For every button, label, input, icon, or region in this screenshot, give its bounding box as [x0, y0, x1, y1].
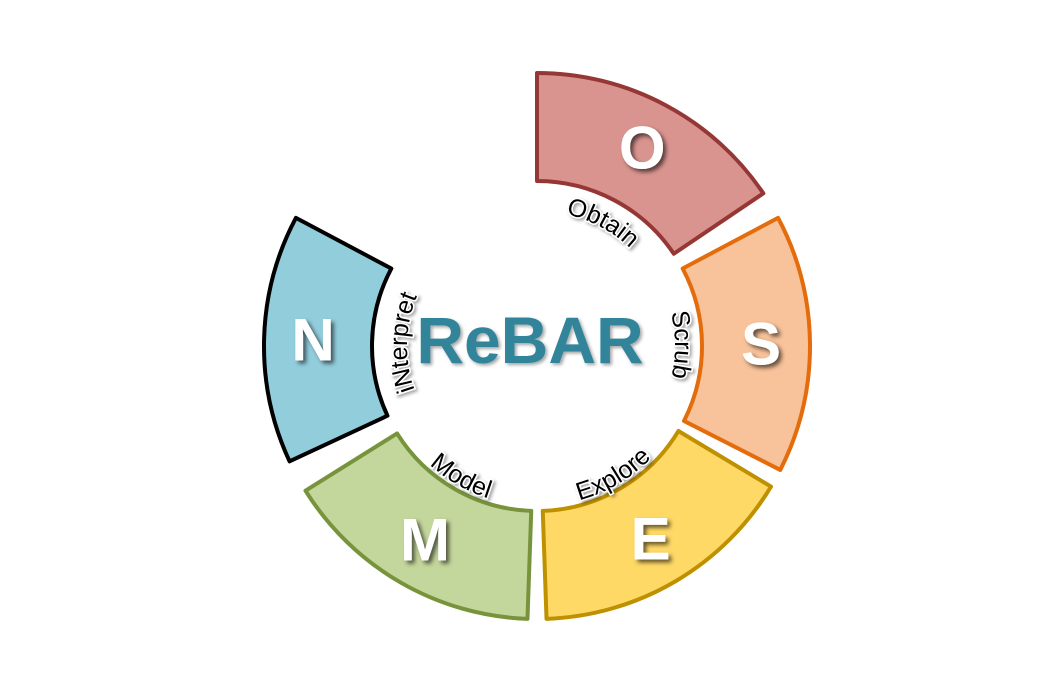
segment-shape [680, 215, 812, 472]
segment-model: M Model [303, 431, 534, 621]
segment-letter: S [741, 311, 781, 378]
segment-letter: E [631, 506, 671, 573]
center-title: ReBAR [416, 303, 643, 377]
segment-scrub: S Scrub [664, 215, 812, 472]
segment-interpret: N iNterpret [262, 215, 424, 464]
segment-letter: M [400, 506, 450, 573]
segment-obtain: O Obtain [535, 71, 766, 256]
segment-shape [535, 71, 766, 256]
segment-shape [540, 428, 774, 621]
segment-shape [303, 431, 534, 621]
segment-letter: N [291, 307, 334, 374]
step-label: Scrub [665, 308, 697, 381]
segment-explore: E Explore [540, 428, 774, 621]
segment-shape [262, 215, 394, 464]
segment-letter: O [619, 115, 666, 182]
